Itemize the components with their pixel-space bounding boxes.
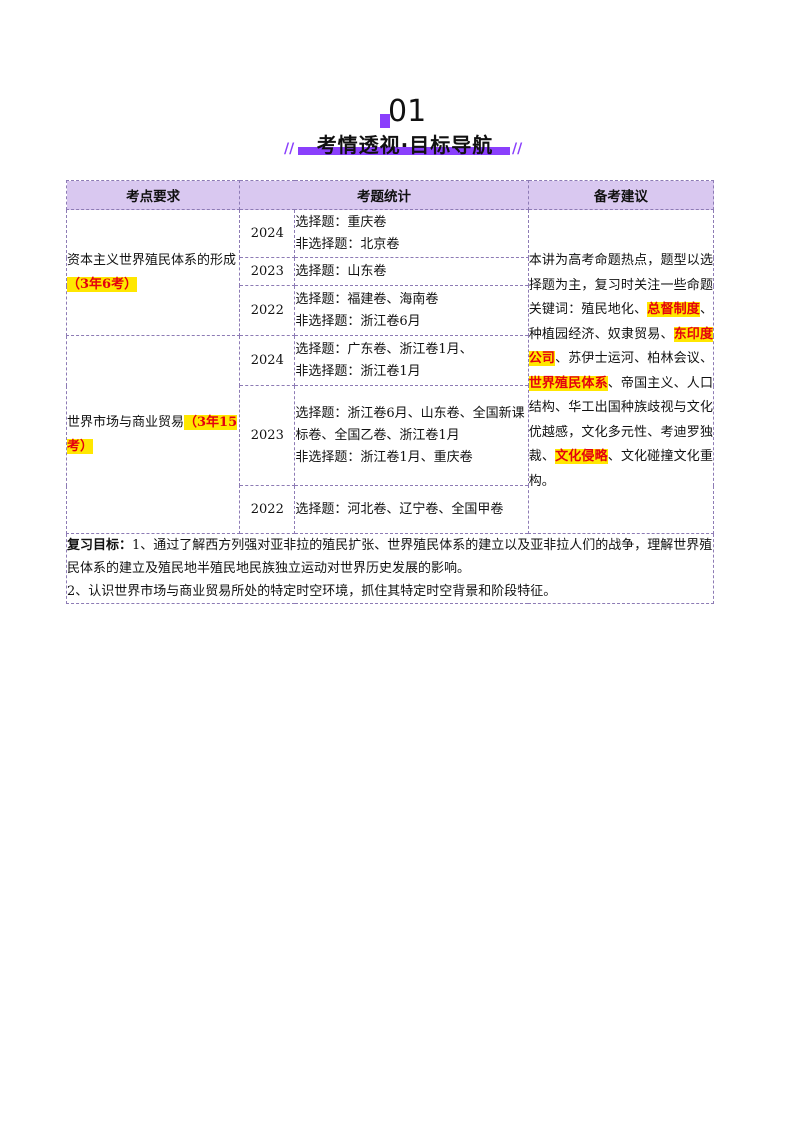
- advice-text: 、文化碰撞文化重构。: [528, 449, 713, 489]
- topic-name: 世界市场与商业贸易: [67, 414, 185, 430]
- question-line: 非选择题：浙江卷1月: [295, 363, 421, 379]
- topic-cell: 世界市场与商业贸易（3年15考）: [65, 335, 241, 534]
- year-cell: 2024: [239, 335, 296, 386]
- advice-text: 本讲为高考命题热点，题型以选择题为主，复习时关注一些命题关键词：殖民地化、: [528, 253, 713, 317]
- header-requirements: 考点要求: [65, 180, 241, 210]
- advice-text: 、帝国主义、人口结构、华工出国种族歧视与文化优越感，文化多元性、考迪罗独裁、: [528, 375, 713, 465]
- question-line: 选择题：广东卷、浙江卷1月、: [295, 341, 473, 357]
- question-line: 选择题：河北卷、辽宁卷、全国甲卷: [295, 501, 504, 517]
- question-line: 非选择题：浙江卷6月: [295, 313, 421, 329]
- table-row: 资本主义世界殖民体系的形成 （3年6考） 2024 选择题：重庆卷 非选择题：北京…: [65, 209, 715, 534]
- table-row: 2022 选择题：福建卷、海南卷 非选择题：浙江卷6月: [67, 285, 714, 336]
- goals-line-2: 2、认识世界市场与商业贸易所处的特定时空环境，抓住其特定时空背景和阶段特征。: [67, 584, 557, 599]
- decorative-slash-left: //: [284, 141, 295, 157]
- section-header: 01 // 考情透视·目标导航 //: [0, 90, 800, 170]
- question-line: 非选择题：浙江卷1月、重庆卷: [295, 449, 473, 465]
- question-cell: 选择题：福建卷、海南卷 非选择题：浙江卷6月: [294, 285, 529, 336]
- review-goals-cell: 复习目标：1、通过了解西方列强对亚非拉的殖民扩张、世界殖民体系的建立以及亚非拉人…: [66, 533, 714, 604]
- table-row: 世界市场与商业贸易（3年15考） 2024 选择题：广东卷、浙江卷1月、 非选择…: [65, 335, 714, 534]
- question-line: 选择题：福建卷、海南卷: [295, 291, 439, 307]
- goals-label: 复习目标：: [67, 538, 133, 553]
- question-line: 选择题：山东卷: [295, 263, 387, 279]
- advice-keyword: 总督制度: [647, 302, 700, 317]
- year-cell: 2023: [239, 257, 296, 286]
- table-row: 2023 选择题：浙江卷6月、山东卷、全国新课标卷、全国乙卷、浙江卷1月 非选择…: [67, 385, 714, 486]
- question-line: 选择题：重庆卷: [295, 214, 387, 230]
- header-statistics: 考题统计: [239, 180, 529, 210]
- topic-cell: 资本主义世界殖民体系的形成 （3年6考）: [65, 209, 241, 336]
- question-cell: 选择题：浙江卷6月、山东卷、全国新课标卷、全国乙卷、浙江卷1月 非选择题：浙江卷…: [294, 385, 529, 486]
- banner-highlight-bar: [298, 147, 510, 155]
- topic-name: 资本主义世界殖民体系的形成: [67, 252, 237, 268]
- header-advice: 备考建议: [527, 180, 715, 210]
- question-cell: 选择题：山东卷: [294, 257, 529, 286]
- question-cell: 选择题：广东卷、浙江卷1月、 非选择题：浙江卷1月: [294, 335, 529, 386]
- year-cell: 2022: [239, 485, 296, 534]
- advice-text: 、种植园经济、奴隶贸易、: [528, 302, 713, 342]
- question-cell: 选择题：重庆卷 非选择题：北京卷: [294, 209, 529, 258]
- year-cell: 2024: [239, 209, 296, 258]
- year-cell: 2022: [239, 285, 296, 336]
- section-number-text: 01: [388, 94, 427, 129]
- topic-badge: （3年6考）: [67, 276, 138, 292]
- table-row: 2023 选择题：山东卷: [67, 257, 714, 286]
- section-title: 考情透视·目标导航: [316, 133, 494, 157]
- year-cell: 2023: [239, 385, 296, 486]
- question-line: 非选择题：北京卷: [295, 236, 400, 252]
- advice-cell: 本讲为高考命题热点，题型以选择题为主，复习时关注一些命题关键词：殖民地化、总督制…: [527, 209, 715, 534]
- advice-keyword: 文化侵略: [555, 449, 608, 464]
- section-number: 01: [380, 94, 440, 138]
- exam-overview-table: 考点要求 考题统计 备考建议 资本主义世界殖民体系的形成 （3年6考） 2024 …: [65, 180, 715, 604]
- table-header-row: 考点要求 考题统计 备考建议: [65, 180, 715, 210]
- decorative-slash-right: //: [512, 141, 523, 157]
- question-line: 选择题：浙江卷6月、山东卷、全国新课标卷、全国乙卷、浙江卷1月: [295, 405, 525, 443]
- goals-text: 1、通过了解西方列强对亚非拉的殖民扩张、世界殖民体系的建立以及亚非拉人们的战争，…: [67, 538, 713, 576]
- question-cell: 选择题：河北卷、辽宁卷、全国甲卷: [294, 485, 529, 534]
- goals-line-1: 复习目标：1、通过了解西方列强对亚非拉的殖民扩张、世界殖民体系的建立以及亚非拉人…: [67, 534, 713, 580]
- advice-text: 、苏伊士运河、柏林会议、: [555, 351, 713, 366]
- table-row: 2022 选择题：河北卷、辽宁卷、全国甲卷: [67, 485, 714, 534]
- goals-row: 复习目标：1、通过了解西方列强对亚非拉的殖民扩张、世界殖民体系的建立以及亚非拉人…: [66, 533, 714, 604]
- number-accent-bar: [380, 114, 390, 128]
- title-banner: // 考情透视·目标导航 //: [284, 127, 523, 161]
- advice-keyword: 世界殖民体系: [528, 375, 608, 391]
